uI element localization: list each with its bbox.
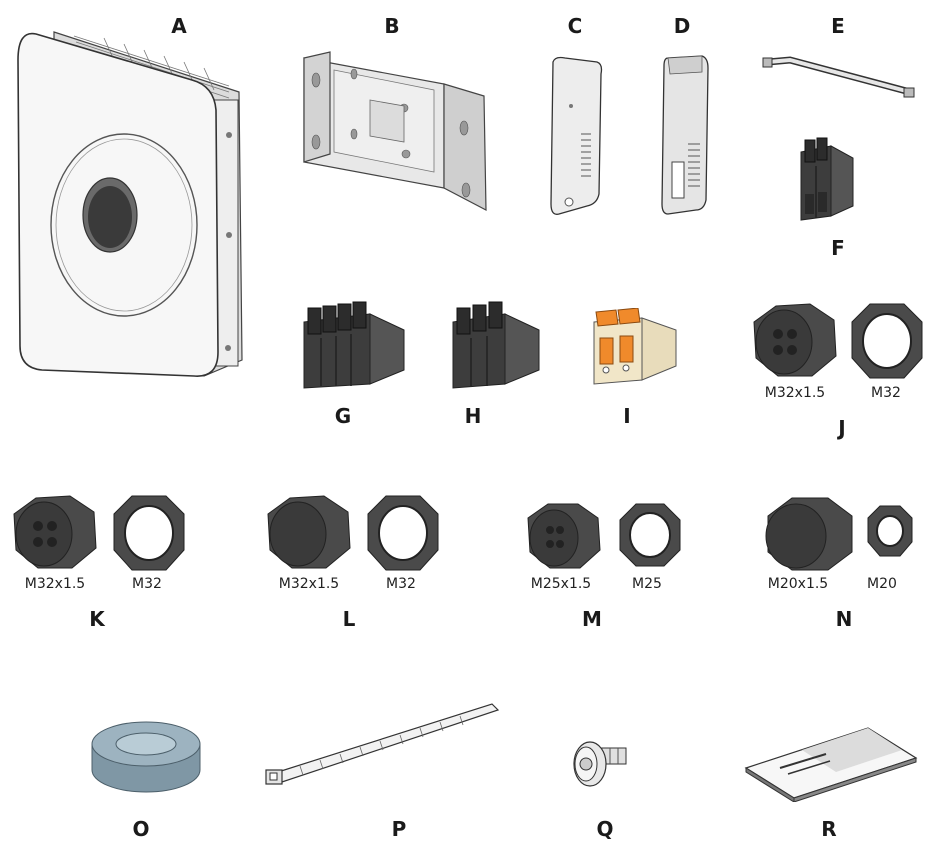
nut-size-m: M25: [632, 576, 662, 592]
right-cover-illustration: [661, 55, 709, 215]
terminal-block-g-illustration: [303, 301, 405, 389]
label-o: O: [132, 817, 150, 841]
label-f: F: [831, 236, 845, 260]
screw-illustration: [573, 741, 627, 787]
gland-size-n: M20x1.5: [767, 576, 829, 592]
gland-size-j: M32x1.5: [764, 385, 826, 401]
label-e: E: [831, 14, 845, 38]
label-c: C: [567, 14, 583, 38]
label-q: Q: [596, 817, 614, 841]
cable-gland-l-illustration: [267, 495, 439, 571]
nut-size-l: M32: [386, 576, 416, 592]
left-cover-illustration: [550, 56, 603, 215]
ferrite-core-illustration: [91, 721, 201, 793]
cable-gland-m-illustration: [527, 503, 681, 569]
wall-bracket-illustration: [303, 51, 487, 212]
terminal-block-h-illustration: [452, 301, 540, 389]
label-m: M: [582, 607, 602, 631]
label-d: D: [673, 14, 691, 38]
label-l: L: [342, 607, 356, 631]
cable-gland-k-illustration: [13, 495, 185, 571]
label-i: I: [623, 404, 631, 428]
label-h: H: [464, 404, 482, 428]
nut-size-j: M32: [871, 385, 901, 401]
documentation-illustration: [744, 727, 918, 802]
cable-tie-illustration: [265, 703, 500, 785]
label-n: N: [835, 607, 853, 631]
label-g: G: [334, 404, 352, 428]
terminal-block-f-illustration: [800, 137, 854, 221]
label-b: B: [384, 14, 400, 38]
label-j: J: [838, 416, 846, 440]
nut-size-n: M20: [867, 576, 897, 592]
nut-size-k: M32: [132, 576, 162, 592]
cable-gland-n-illustration: [765, 497, 913, 571]
gland-size-l: M32x1.5: [278, 576, 340, 592]
hex-key-illustration: [762, 56, 915, 98]
label-p: P: [391, 817, 407, 841]
terminal-block-i-illustration: [593, 308, 677, 385]
label-a: A: [171, 14, 187, 38]
gland-size-k: M32x1.5: [24, 576, 86, 592]
gland-size-m: M25x1.5: [530, 576, 592, 592]
label-k: K: [89, 607, 105, 631]
label-r: R: [821, 817, 837, 841]
inverter-illustration: [17, 31, 243, 377]
cable-gland-j-illustration: [753, 303, 923, 379]
